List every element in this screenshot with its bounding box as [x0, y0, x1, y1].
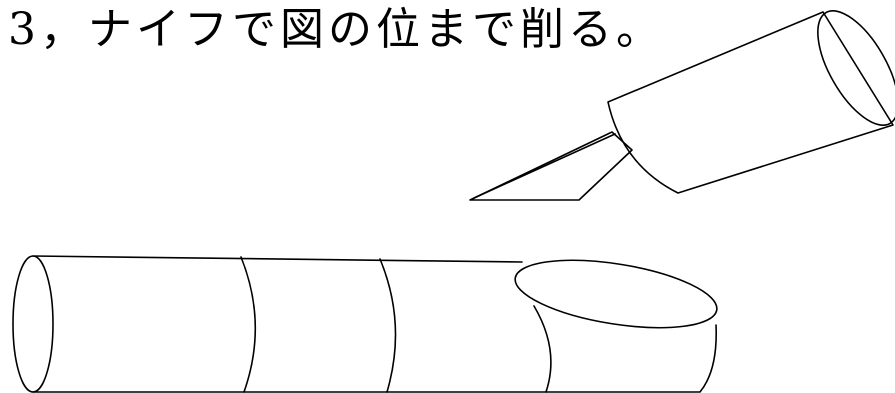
- stick-outline: [32, 255, 717, 393]
- carved-oval-face: [514, 259, 718, 329]
- knife-handle: [607, 10, 895, 194]
- stick-band-line-2: [379, 258, 397, 393]
- stick-band-line-3: [533, 305, 552, 393]
- stick-left-end: [12, 255, 54, 393]
- step-instruction-text: 3，ナイフで図の位まで削る。: [8, 4, 664, 55]
- carved-stick-icon: [12, 255, 718, 393]
- stick-band-line-1: [240, 256, 257, 393]
- knife-blade: [469, 131, 633, 201]
- knife-icon: [469, 10, 895, 201]
